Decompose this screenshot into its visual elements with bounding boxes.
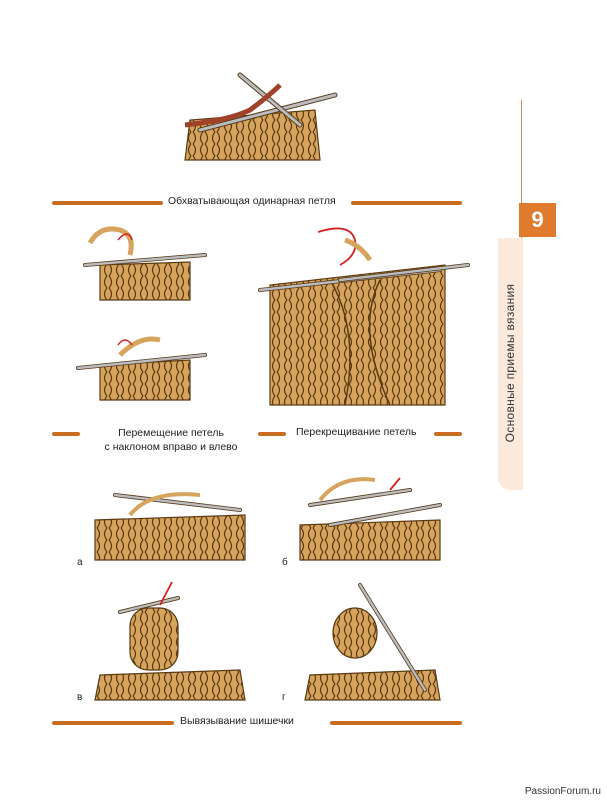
knit-swatch-moving-1 <box>83 226 207 301</box>
bobble-step-a <box>94 492 246 561</box>
step-label-g: г <box>282 692 286 703</box>
chapter-side-line <box>521 100 522 238</box>
caption-moving-line2: с наклоном вправо и влево <box>104 441 238 453</box>
chapter-tab <box>498 238 523 490</box>
divider-moving-left <box>52 432 80 436</box>
caption-moving-loops: Перемещение петель с наклоном вправо и в… <box>88 426 254 454</box>
step-label-a: а <box>77 557 83 568</box>
divider-wrapped-right <box>351 201 462 205</box>
chapter-title: Основные приемы вязания <box>503 283 517 443</box>
divider-wrapped-left <box>52 201 163 205</box>
bobble-step-v <box>94 581 246 701</box>
knit-swatch-moving-2 <box>76 336 207 401</box>
bobble-step-g <box>304 583 441 701</box>
caption-moving-line1: Перемещение петель <box>118 427 224 439</box>
chapter-number-badge: 9 <box>519 203 556 237</box>
bobble-step-b <box>299 477 442 561</box>
knit-swatch-crossing <box>258 227 470 406</box>
step-label-b: б <box>282 557 288 568</box>
divider-crossing-right <box>434 432 462 436</box>
caption-wrapped-loop: Обхватывающая одинарная петля <box>168 195 336 207</box>
caption-crossing-loops: Перекрещивание петель <box>296 426 417 438</box>
divider-bobble-left <box>52 721 174 725</box>
step-label-v: в <box>77 692 83 703</box>
divider-bobble-right <box>330 721 462 725</box>
divider-moving-right <box>258 432 286 436</box>
knit-swatch-top <box>184 72 338 161</box>
watermark: PassionForum.ru <box>524 786 601 797</box>
caption-bobble: Вывязывание шишечки <box>180 715 294 727</box>
